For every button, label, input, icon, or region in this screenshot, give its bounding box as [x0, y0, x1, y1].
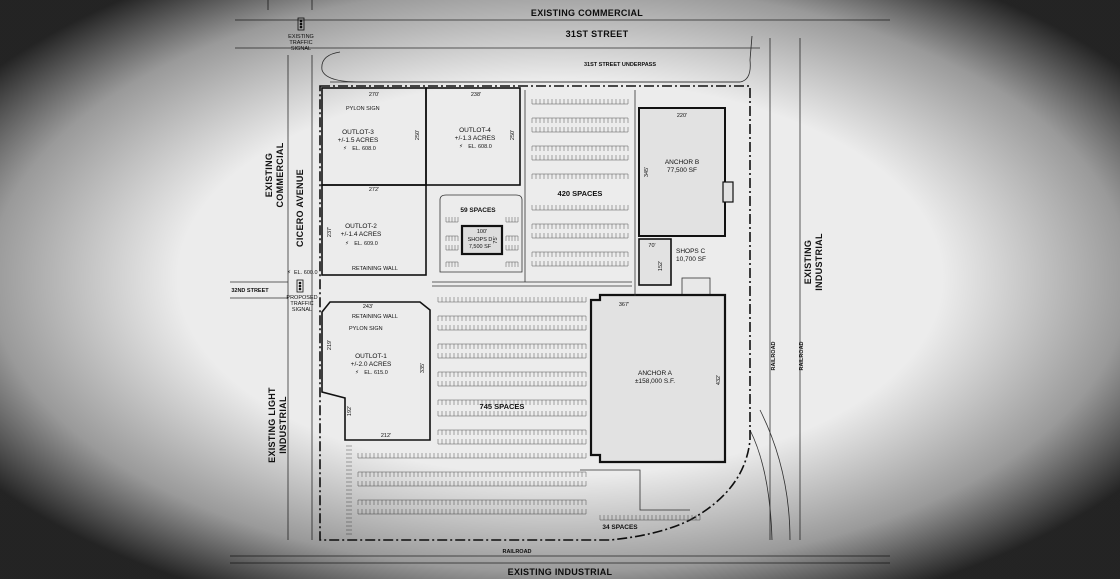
outlot-4-height: 250'	[510, 130, 516, 140]
pylon-sign-bottom: PYLON SIGN	[349, 326, 383, 332]
surrounding-existing-commercial-left-1: EXISTING	[264, 153, 274, 197]
shops-d-width: 100'	[477, 229, 487, 235]
outlot-4-name: OUTLOT-4	[459, 127, 491, 134]
anchor-a-width: 367'	[619, 302, 629, 308]
anchor-a-area: ±158,000 S.F.	[635, 378, 675, 385]
shops-d-area: 7,500 SF	[469, 244, 492, 250]
anchor-a-height: 432'	[716, 375, 722, 385]
road-31st-underpass: 31ST STREET UNDERPASS	[584, 62, 656, 68]
parking-59: 59 SPACES	[460, 207, 496, 214]
signal-existing-line-3: SIGNAL	[291, 46, 311, 52]
outlot-2-height: 237'	[327, 227, 333, 237]
outlot-3-elev: EL. 608.0	[352, 146, 376, 152]
elev-marker-outlot1-icon: ⚡	[355, 369, 359, 376]
outlot-1-width: 243'	[363, 304, 373, 310]
road-existing-industrial-bottom: EXISTING INDUSTRIAL	[508, 567, 613, 577]
outlot-4-acres: +/-1.3 ACRES	[455, 135, 496, 142]
shops-c-name: SHOPS C	[676, 248, 706, 255]
shops-d-height: 75'	[493, 236, 499, 243]
road-existing-commercial-top: EXISTING COMMERCIAL	[531, 8, 643, 18]
outlot-2-acres: +/-1.4 ACRES	[341, 231, 382, 238]
road-railroad-right-2: RAILROAD	[799, 341, 805, 370]
outlot-1-name: OUTLOT-1	[355, 353, 387, 360]
shops-d-name: SHOPS D	[468, 237, 493, 243]
outlot-1-bottom-width: 212'	[381, 433, 391, 439]
retaining-wall-1: RETAINING WALL	[352, 266, 398, 272]
outlot-1-height: 219'	[327, 340, 333, 350]
anchor-b-width: 220'	[677, 113, 687, 119]
outlot-1-side: 192'	[347, 406, 353, 416]
road-railroad-bottom: RAILROAD	[502, 549, 531, 555]
outlot-1-acres: +/-2.0 ACRES	[351, 361, 392, 368]
outlot-1-elev: EL. 615.0	[364, 370, 388, 376]
pylon-sign-top: PYLON SIGN	[346, 106, 380, 112]
outlot-2-elev: EL. 609.0	[354, 241, 378, 247]
parking-745: 745 SPACES	[480, 402, 525, 411]
anchor-b-height: 345'	[644, 167, 650, 177]
outlot-2-width: 272'	[369, 187, 379, 193]
outlot-3-name: OUTLOT-3	[342, 129, 374, 136]
outlot-4-width: 238'	[471, 92, 481, 98]
outlot-1-depth: 335'	[420, 363, 426, 373]
road-32nd-street: 32ND STREET	[231, 288, 269, 294]
shops-c-height: 152'	[658, 261, 664, 271]
outlot-4-elev: EL. 608.0	[468, 144, 492, 150]
anchor-a-name: ANCHOR A	[638, 370, 673, 377]
parking-34: 34 SPACES	[602, 524, 638, 531]
elev-marker-outlot3-icon: ⚡	[343, 145, 347, 152]
signal-proposed-line-3: SIGNAL	[292, 307, 312, 313]
elev-marker-outlot4-icon: ⚡	[459, 143, 463, 150]
road-31st-street: 31ST STREET	[566, 29, 629, 39]
shops-c-width: 70'	[648, 243, 655, 249]
road-cicero-avenue: CICERO AVENUE	[295, 169, 305, 247]
surrounding-existing-industrial-right-2: INDUSTRIAL	[814, 233, 824, 291]
elev-marker-street-icon: ⚡	[287, 269, 291, 276]
surrounding-existing-industrial-right-1: EXISTING	[803, 240, 813, 284]
surrounding-existing-light-industrial-2: INDUSTRIAL	[278, 396, 288, 454]
elevation-600: EL. 600.0	[294, 270, 318, 276]
anchor-b-area: 77,500 SF	[667, 167, 697, 174]
shops-c-area: 10,700 SF	[676, 256, 706, 263]
surrounding-existing-light-industrial-1: EXISTING LIGHT	[267, 387, 277, 463]
surrounding-existing-commercial-left-2: COMMERCIAL	[275, 142, 285, 207]
outlot-2-name: OUTLOT-2	[345, 223, 377, 230]
outlot-3-acres: +/-1.5 ACRES	[338, 137, 379, 144]
parking-420: 420 SPACES	[558, 189, 603, 198]
outlot-3-height: 250'	[415, 130, 421, 140]
elev-marker-outlot2-icon: ⚡	[345, 240, 349, 247]
retaining-wall-2: RETAINING WALL	[352, 314, 398, 320]
road-railroad-right-1: RAILROAD	[771, 341, 777, 370]
outlot-3-width: 270'	[369, 92, 379, 98]
anchor-b-name: ANCHOR B	[665, 159, 699, 166]
